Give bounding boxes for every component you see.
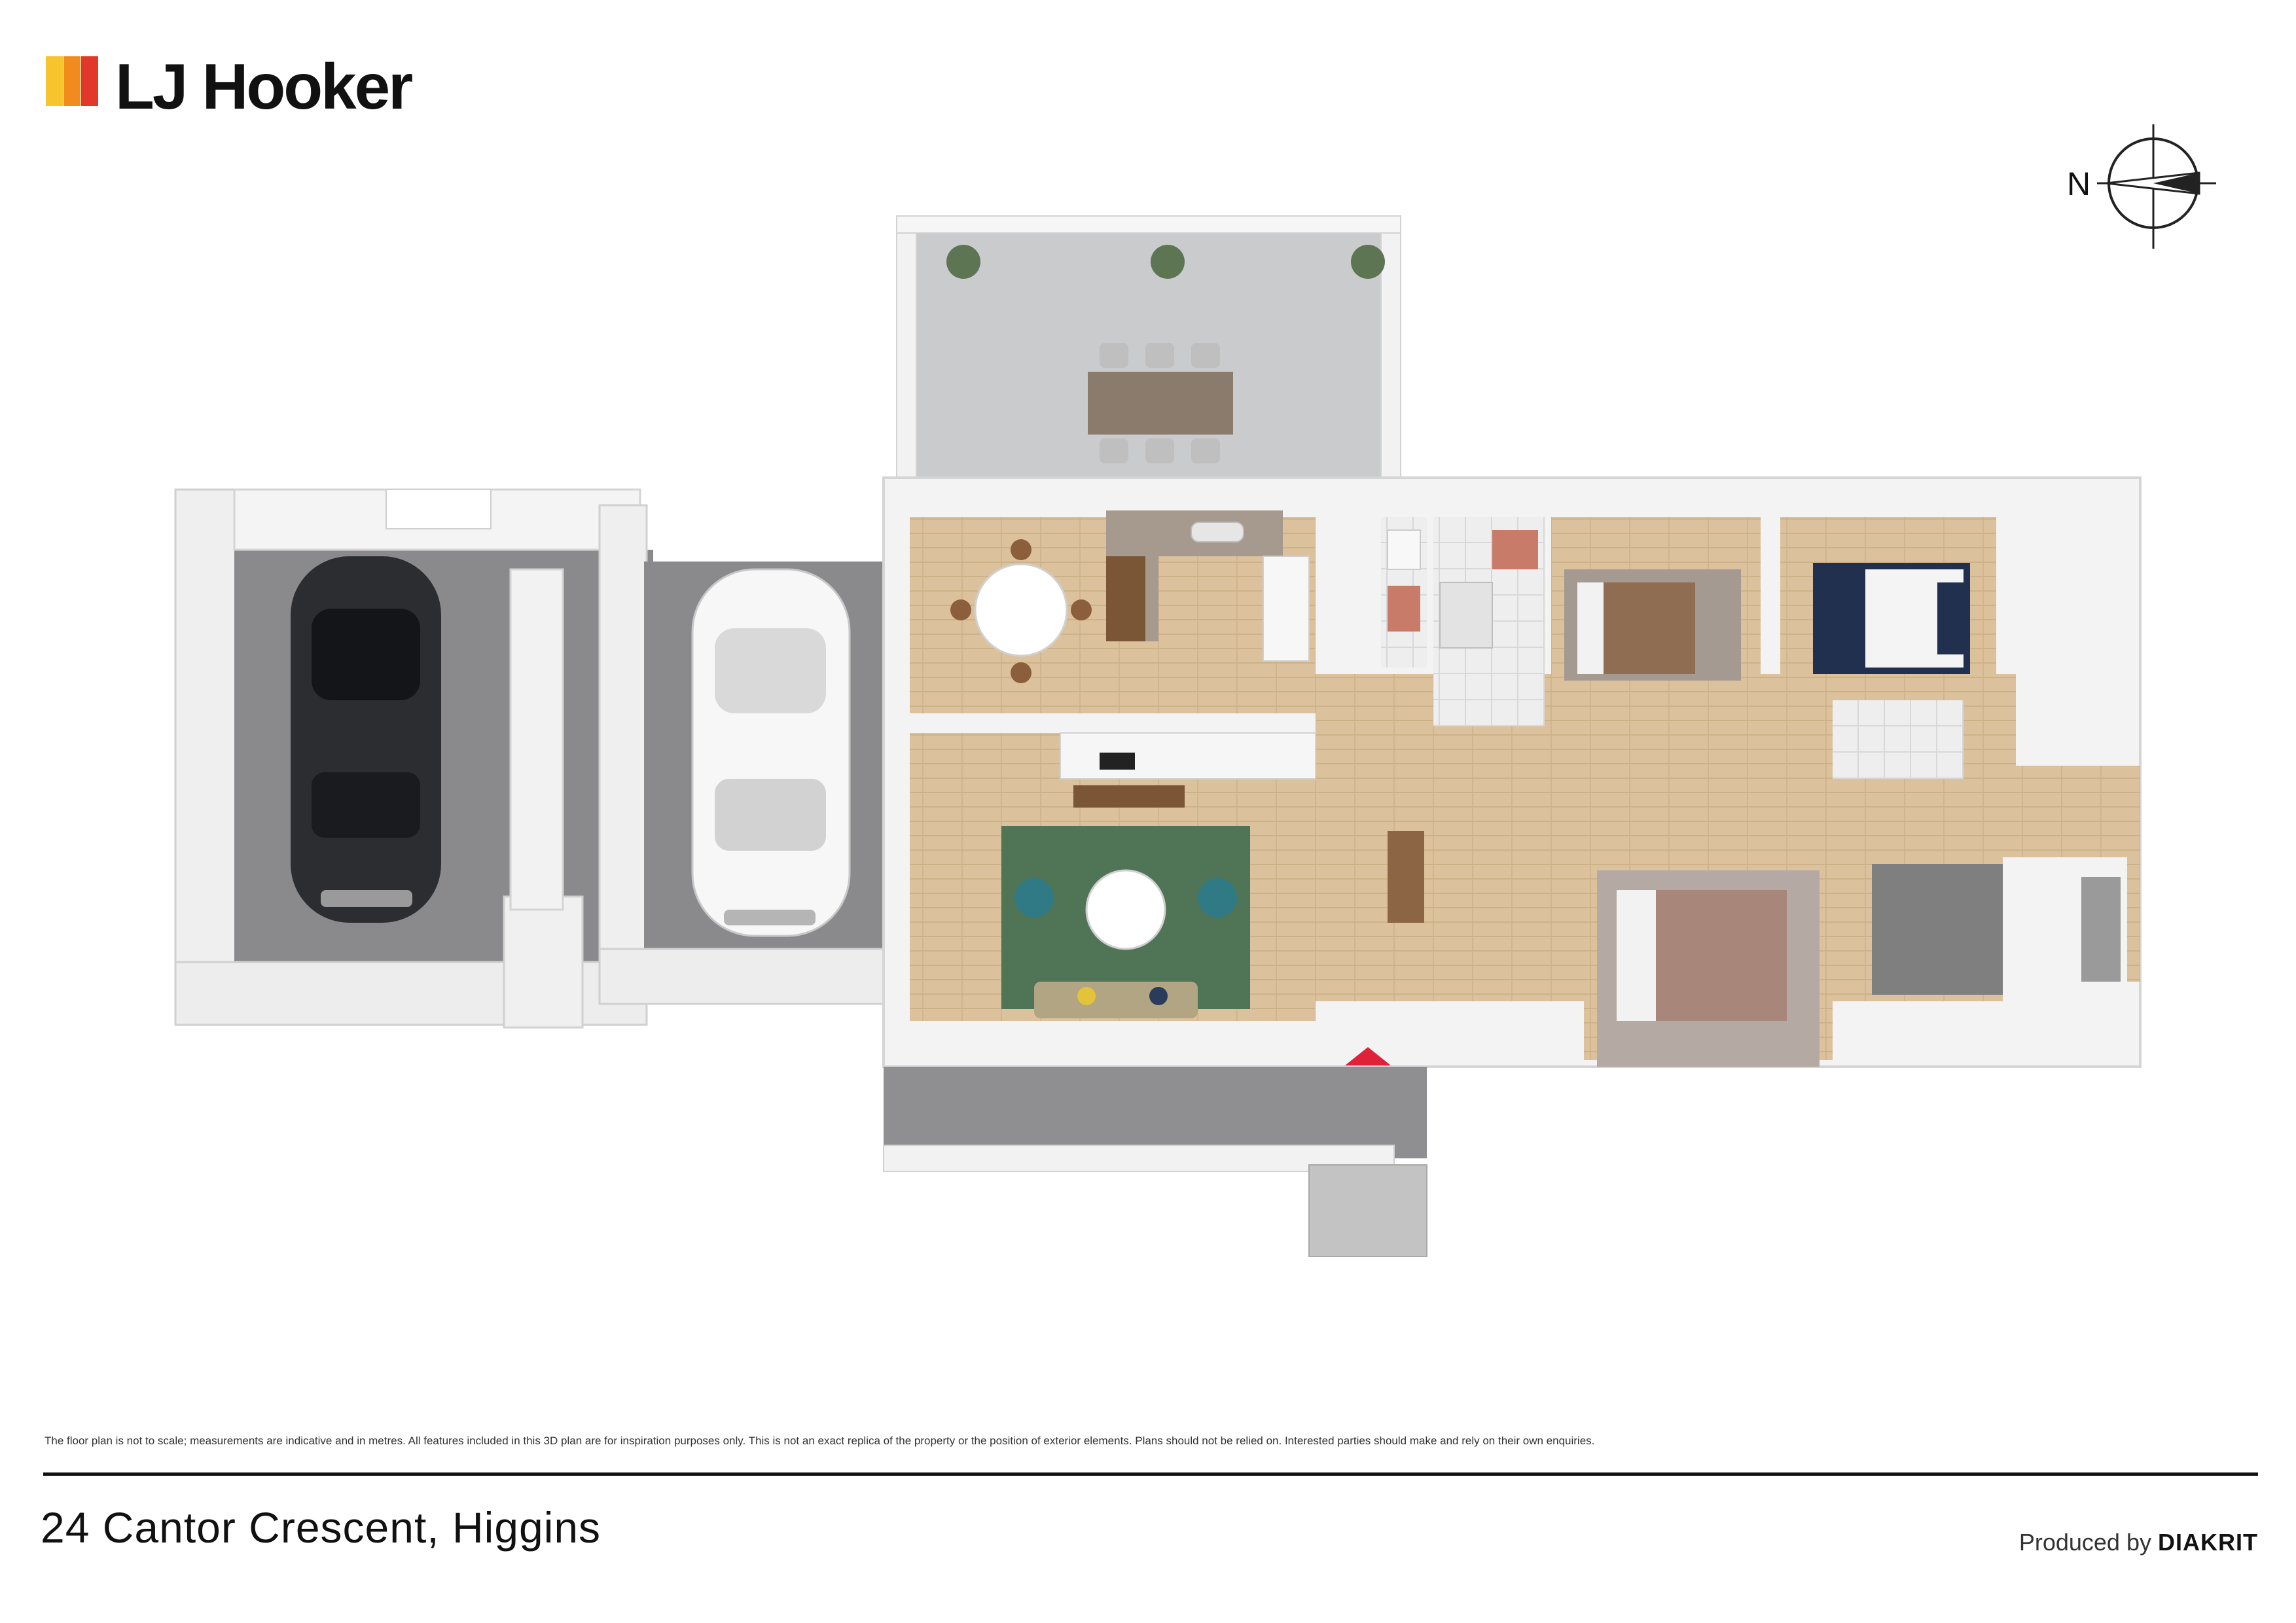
north-label: N [2067, 166, 2091, 202]
producer-company: DIAKRIT [2158, 1529, 2258, 1556]
sofa-icon [1034, 982, 1198, 1018]
hall-console [1388, 831, 1424, 923]
entry-marker-icon [1345, 1047, 1391, 1065]
compass: N [2042, 124, 2238, 255]
floor-plan-illustration [174, 215, 2142, 1257]
property-address: 24 Cantor Crescent, Higgins [41, 1503, 601, 1552]
living-room [1001, 732, 1316, 1009]
logo-bar-yellow [46, 56, 63, 106]
footer-divider [43, 1472, 2258, 1476]
brand-name: LJ Hooker [115, 50, 413, 122]
brand-logo: LJ Hooker [46, 50, 413, 124]
car-icon [691, 568, 851, 937]
north-arrow-icon [2097, 124, 2216, 249]
producer-prefix: Produced by [2018, 1529, 2151, 1556]
bed-icon [1597, 870, 1820, 1067]
kitchen [950, 510, 1310, 683]
bed-icon [1813, 563, 1970, 674]
disclaimer-text: The floor plan is not to scale; measurem… [45, 1435, 1595, 1447]
car-icon [291, 556, 441, 923]
rear-patio [896, 215, 1401, 505]
bathroom [1387, 529, 1538, 649]
bed-icon [1872, 857, 2127, 1001]
producer-credit: Produced by DIAKRIT [2019, 1529, 2258, 1556]
bed-icon [1564, 569, 1741, 681]
logo-bar-red [81, 56, 98, 106]
logo-bar-orange [63, 56, 81, 106]
front-porch [883, 1067, 1427, 1257]
